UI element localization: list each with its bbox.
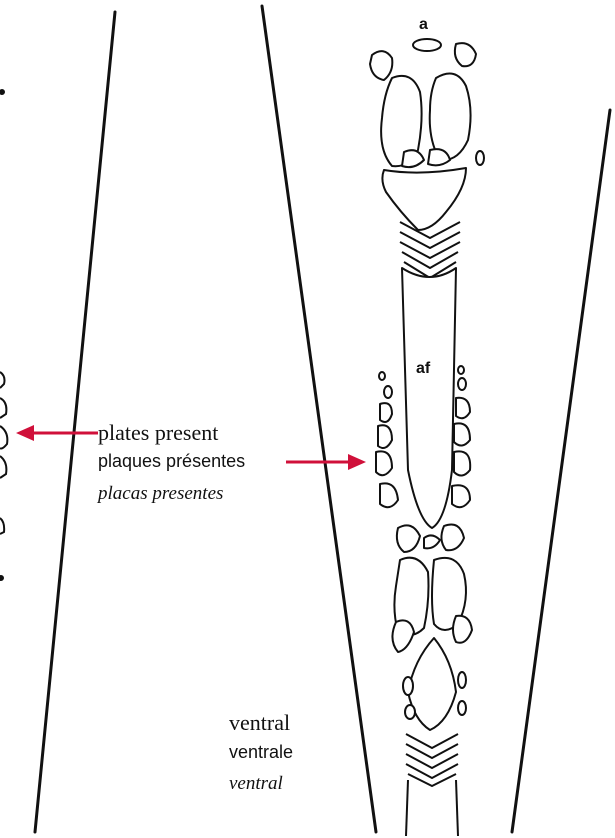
plate-a (413, 39, 441, 51)
label-af: af (416, 360, 430, 378)
plates-label-en: plates present (98, 420, 218, 446)
arrow-right-head (348, 454, 366, 470)
central-stalk (402, 268, 456, 528)
plates-label-es: placas presentes (98, 483, 223, 505)
left-edge-plates (0, 90, 7, 580)
body-outline (35, 6, 610, 832)
ventral-label-fr: ventrale (229, 742, 293, 763)
ventral-label-en: ventral (229, 710, 290, 736)
label-a: a (419, 16, 428, 34)
plates-label-fr: plaques présentes (98, 451, 245, 472)
skeleton (370, 39, 484, 836)
outline-line-right (512, 110, 610, 832)
outline-line-center-left (262, 6, 376, 832)
ventral-label-es: ventral (229, 773, 283, 795)
arrow-left-head (16, 425, 34, 441)
